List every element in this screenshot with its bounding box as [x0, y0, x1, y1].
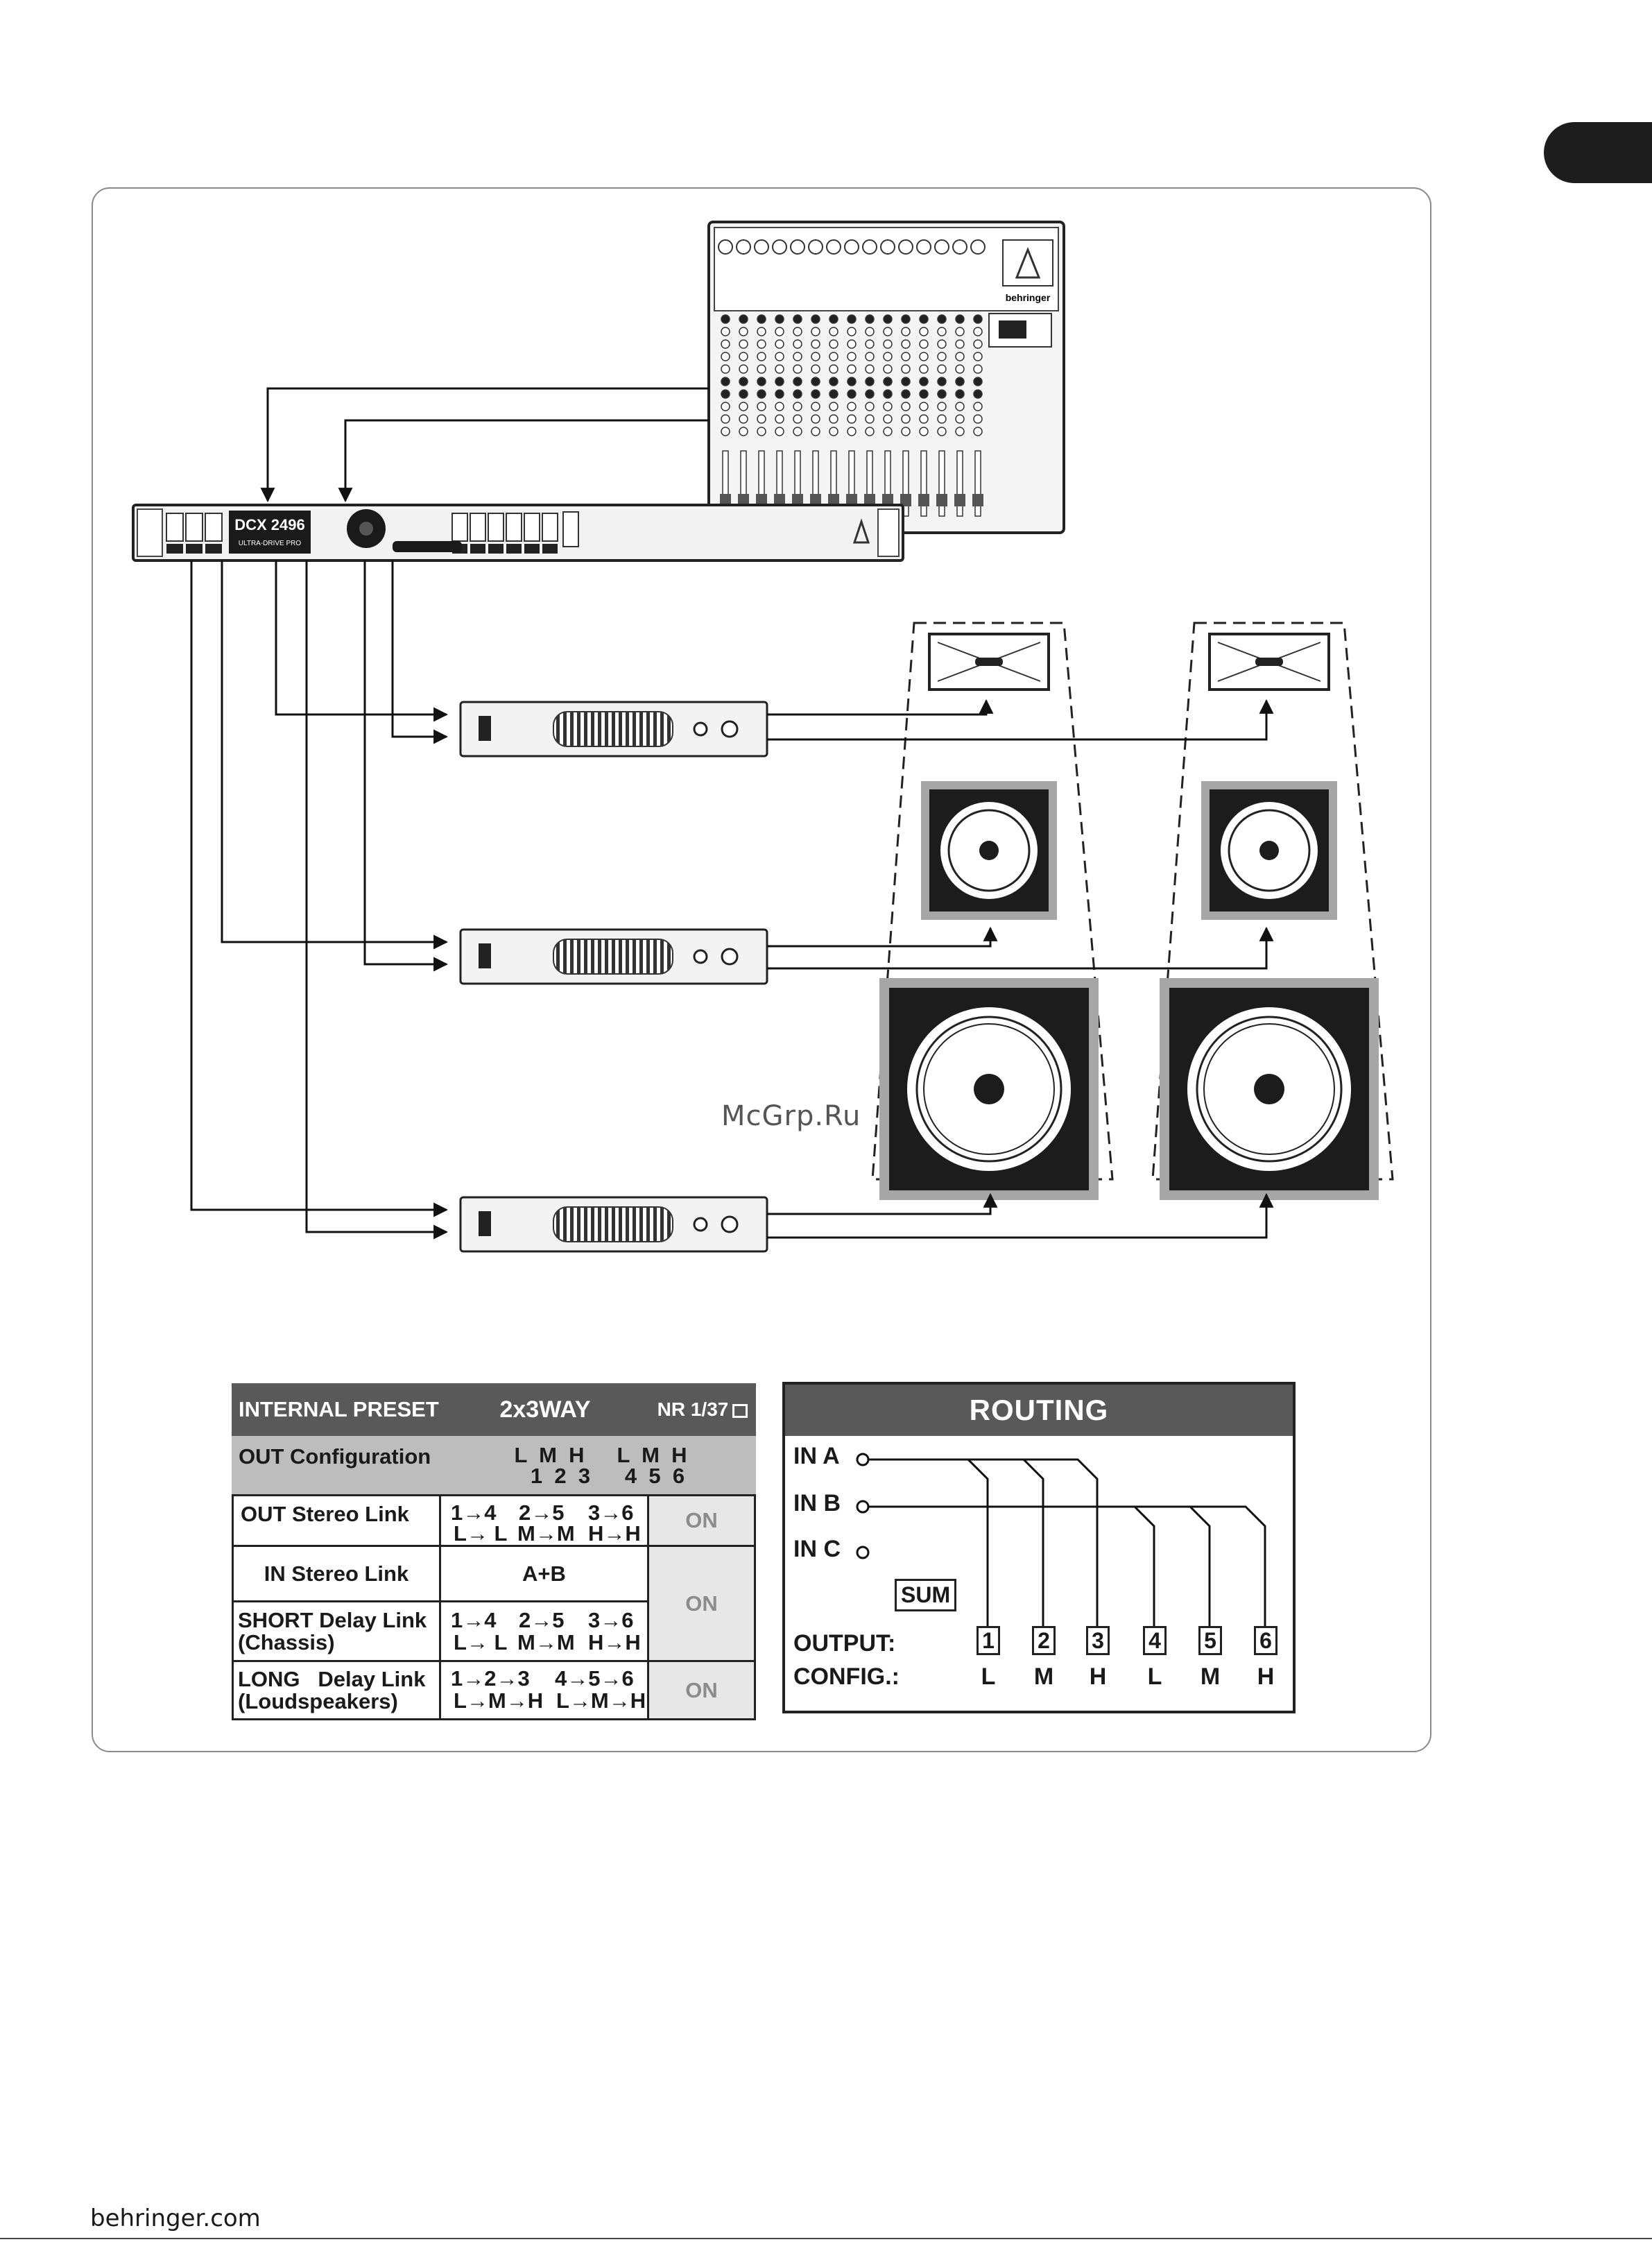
routing-config-label: CONFIG.: [793, 1663, 900, 1690]
power-amp-3 [459, 1196, 768, 1253]
speaker-stack-2 [1151, 622, 1394, 1200]
crossover-input-meters [166, 513, 558, 554]
preset-number: NR 1/37 [649, 1383, 756, 1436]
crossover-logo-icon [852, 518, 870, 544]
routing-output-1: 1 [976, 1626, 1000, 1655]
diagram-frame [92, 187, 1431, 1752]
crossover-subtitle: ULTRA-DRIVE PRO [239, 540, 302, 547]
routing-title: ROUTING [785, 1385, 1293, 1436]
long-delay-chain-b: 4→5→6 [555, 1666, 634, 1691]
routing-output-6: 6 [1254, 1626, 1277, 1655]
out-link-pair-2: 2→5 [519, 1500, 565, 1525]
routing-config-4: L [1147, 1663, 1162, 1690]
routing-lines [782, 1382, 1296, 1713]
short-delay-band-3: H→H [588, 1630, 641, 1654]
short-delay-line2: (Chassis) [238, 1629, 335, 1654]
routing-output-3: 3 [1086, 1626, 1110, 1655]
crossover-display [229, 511, 311, 554]
routing-config-6: H [1257, 1663, 1275, 1690]
out-stereo-link-state: ON [649, 1494, 756, 1547]
speaker-stack-1 [871, 622, 1114, 1200]
lock-icon [732, 1404, 748, 1418]
out-link-band-1: L→ L [454, 1521, 508, 1546]
short-delay-line1: SHORT Delay Link [238, 1607, 427, 1632]
out-config-numbers-a: 1 2 3 [530, 1464, 591, 1488]
short-delay-pair-1: 1→4 [451, 1608, 497, 1632]
out-link-band-3: H→H [588, 1521, 641, 1546]
long-delay-line2: (Loudspeakers) [238, 1688, 398, 1713]
section-tab [1544, 122, 1652, 183]
routing-input-b: IN B [793, 1490, 841, 1516]
in-short-link-state: ON [649, 1547, 756, 1662]
routing-sum: SUM [895, 1579, 957, 1611]
routing-config-5: M [1200, 1663, 1221, 1690]
behringer-logo-icon [1015, 246, 1041, 279]
routing-output-2: 2 [1032, 1626, 1056, 1655]
preset-number-text: NR 1/37 [657, 1398, 729, 1420]
out-config-label: OUT Configuration [232, 1436, 441, 1494]
short-delay-values: 1→4 2→5 3→6 L→ L M→M H→H [441, 1602, 649, 1662]
in-stereo-link-value: A+B [441, 1547, 649, 1602]
in-stereo-link-label: IN Stereo Link [232, 1547, 441, 1602]
loudspeaker-stacks [871, 622, 1394, 1200]
out-link-band-2: M→M [517, 1521, 575, 1546]
preset-name: 2x3WAY [441, 1383, 649, 1436]
routing-output-label: OUTPUT: [793, 1630, 896, 1657]
out-stereo-link-values: 1→4 2→5 3→6 L→ L M→M H→H [441, 1494, 649, 1547]
short-delay-label: SHORT Delay Link (Chassis) [232, 1602, 441, 1662]
short-delay-band-1: L→ L [454, 1630, 508, 1654]
routing-config-1: L [981, 1663, 996, 1690]
long-delay-bands-a: L→M→H [454, 1688, 544, 1713]
short-delay-band-2: M→M [517, 1630, 575, 1654]
power-amp-1 [459, 701, 768, 758]
power-amp-2 [459, 928, 768, 985]
internal-preset-label: INTERNAL PRESET [232, 1383, 441, 1436]
short-delay-pair-2: 2→5 [519, 1608, 565, 1632]
crossover-unit: DCX 2496 ULTRA-DRIVE PRO [132, 504, 904, 562]
crossover-model: DCX 2496 [234, 516, 305, 533]
routing-config-2: M [1033, 1663, 1054, 1690]
long-delay-label: LONG Delay Link (Loudspeakers) [232, 1662, 441, 1720]
long-delay-values: 1→2→3 4→5→6 L→M→H L→M→H [441, 1662, 649, 1720]
long-delay-state: ON [649, 1662, 756, 1720]
routing-output-4: 4 [1143, 1626, 1167, 1655]
long-delay-chain-a: 1→2→3 [451, 1666, 530, 1691]
short-delay-pair-3: 3→6 [588, 1608, 634, 1632]
power-amplifiers [459, 701, 768, 1253]
out-link-pair-1: 1→4 [451, 1500, 497, 1525]
out-stereo-link-label: OUT Stereo Link [232, 1494, 441, 1547]
out-config-letters-a: L M H [514, 1443, 585, 1467]
routing-input-a: IN A [793, 1443, 840, 1469]
footer-url: behringer.com [90, 2205, 261, 2232]
out-config-values: L M H 1 2 3 L M H 4 5 6 [441, 1436, 756, 1494]
out-link-pair-3: 3→6 [588, 1500, 634, 1525]
out-config-letters-b: L M H [617, 1443, 687, 1467]
routing-output-5: 5 [1198, 1626, 1222, 1655]
routing-input-c: IN C [793, 1536, 841, 1562]
bottom-rule [0, 2238, 1652, 2239]
out-config-numbers-b: 4 5 6 [624, 1464, 685, 1488]
watermark: McGrp.Ru [721, 1100, 861, 1132]
long-delay-line1: LONG Delay Link [238, 1666, 426, 1691]
mixer-channel-strips [718, 239, 986, 517]
signal-cables [190, 387, 1274, 1240]
mixer: behringer [707, 221, 1065, 534]
long-delay-bands-b: L→M→H [556, 1688, 646, 1713]
mixer-brand: behringer [1006, 292, 1051, 303]
routing-config-3: H [1089, 1663, 1107, 1690]
